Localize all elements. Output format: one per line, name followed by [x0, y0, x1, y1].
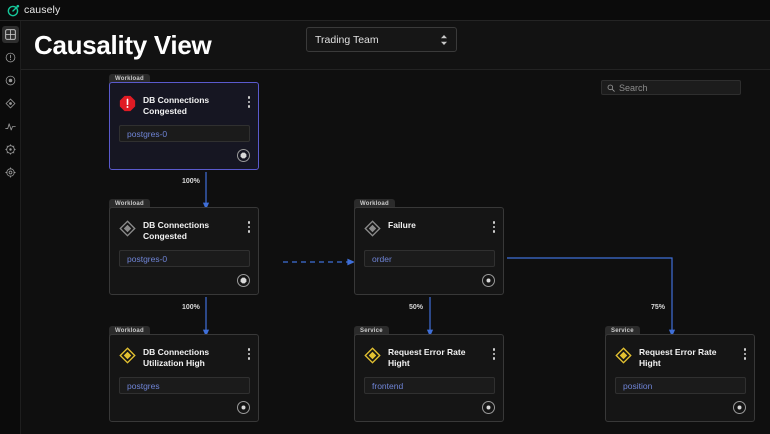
node-resource-value: order [372, 253, 392, 264]
diamond-nodes-icon [5, 98, 15, 109]
node-title: DB Connections Congested [143, 95, 210, 116]
node-resource-value: postgres-0 [127, 253, 168, 264]
node-type-tag: Workload [354, 199, 395, 209]
diamond-icon [119, 220, 136, 237]
page-header: Causality View Trading Team [21, 21, 770, 70]
node-resource-value: position [623, 380, 653, 391]
edge-label-n3-n5: 50% [409, 304, 424, 311]
dot-badge-icon[interactable] [482, 401, 495, 414]
hub-icon [4, 144, 16, 155]
sidebar-item-settings[interactable] [2, 164, 19, 181]
node-menu-button[interactable] [247, 221, 250, 233]
sidebar-item-metrics[interactable] [2, 118, 19, 135]
team-select-value: Trading Team [315, 33, 379, 46]
node-resource-field[interactable]: postgres-0 [119, 125, 250, 142]
node-menu-button[interactable] [743, 348, 746, 360]
search-placeholder: Search [619, 82, 648, 93]
sidebar-item-integrations[interactable] [2, 141, 19, 158]
node-menu-button[interactable] [247, 96, 250, 108]
diamond-icon [364, 347, 381, 364]
gear-icon [4, 167, 16, 178]
dot-badge-icon[interactable] [733, 401, 746, 414]
node-card[interactable]: Request Error Rate Hight position [605, 334, 755, 422]
dot-badge-icon[interactable] [237, 401, 250, 414]
node-type-tag: Workload [109, 74, 150, 84]
node-card[interactable]: DB Connections Utilization High postgres [109, 334, 259, 422]
brand-name: causely [24, 4, 61, 16]
edge-label-n2-n4: 100% [182, 304, 200, 311]
node-resource-field[interactable]: postgres-0 [119, 250, 250, 267]
sidebar-item-topology[interactable] [2, 95, 19, 112]
grid-icon [4, 29, 16, 40]
node-title: Request Error Rate Hight [639, 347, 717, 368]
node-type-tag: Service [354, 326, 389, 336]
search-input[interactable]: Search [601, 80, 741, 95]
node-resource-value: postgres-0 [127, 128, 168, 139]
node-card[interactable]: DB Connections Congested postgres-0 [109, 82, 259, 170]
sidebar-item-alerts[interactable] [2, 49, 19, 66]
exclamation-circle-icon [5, 52, 15, 63]
node-type-tag: Service [605, 326, 640, 336]
node-resource-value: frontend [372, 380, 404, 391]
edge-label-n3-n6: 75% [651, 304, 666, 311]
target-icon [5, 75, 15, 86]
page-title: Causality View [34, 29, 212, 60]
node-title: DB Connections Congested [143, 220, 210, 241]
edge-label-n1-n2: 100% [182, 178, 200, 185]
node-title: Failure [388, 220, 416, 230]
dot-badge-icon[interactable] [482, 274, 495, 287]
chevron-up-down-icon [440, 34, 448, 46]
node-title: Request Error Rate Hight [388, 347, 466, 368]
top-bar: causely [0, 0, 770, 21]
activity-pulse-icon [4, 123, 16, 131]
brand-logo[interactable]: causely [0, 4, 60, 17]
critical-octagon-icon [119, 95, 136, 112]
sidebar-item-targets[interactable] [2, 72, 19, 89]
node-type-tag: Workload [109, 199, 150, 209]
node-resource-field[interactable]: postgres [119, 377, 250, 394]
causely-logo-icon [7, 4, 20, 17]
node-card[interactable]: DB Connections Congested postgres-0 [109, 207, 259, 295]
octagon-badge-icon[interactable] [237, 274, 250, 287]
node-menu-button[interactable] [247, 348, 250, 360]
diamond-icon [615, 347, 632, 364]
node-resource-field[interactable]: position [615, 377, 746, 394]
graph-canvas[interactable]: Search 100% 100% 50% 75% Workloa [21, 70, 770, 434]
octagon-badge-icon[interactable] [237, 149, 250, 162]
node-menu-button[interactable] [492, 348, 495, 360]
node-resource-field[interactable]: frontend [364, 377, 495, 394]
team-select-dropdown[interactable]: Trading Team [306, 27, 457, 52]
node-card[interactable]: Request Error Rate Hight frontend [354, 334, 504, 422]
search-icon [607, 79, 615, 97]
sidebar-item-dashboard[interactable] [1, 26, 19, 43]
diamond-icon [364, 220, 381, 237]
node-resource-field[interactable]: order [364, 250, 495, 267]
diamond-icon [119, 347, 136, 364]
node-card[interactable]: Failure order [354, 207, 504, 295]
node-menu-button[interactable] [492, 221, 495, 233]
sidebar-rail [0, 21, 21, 434]
node-resource-value: postgres [127, 380, 160, 391]
node-type-tag: Workload [109, 326, 150, 336]
node-title: DB Connections Utilization High [143, 347, 210, 368]
